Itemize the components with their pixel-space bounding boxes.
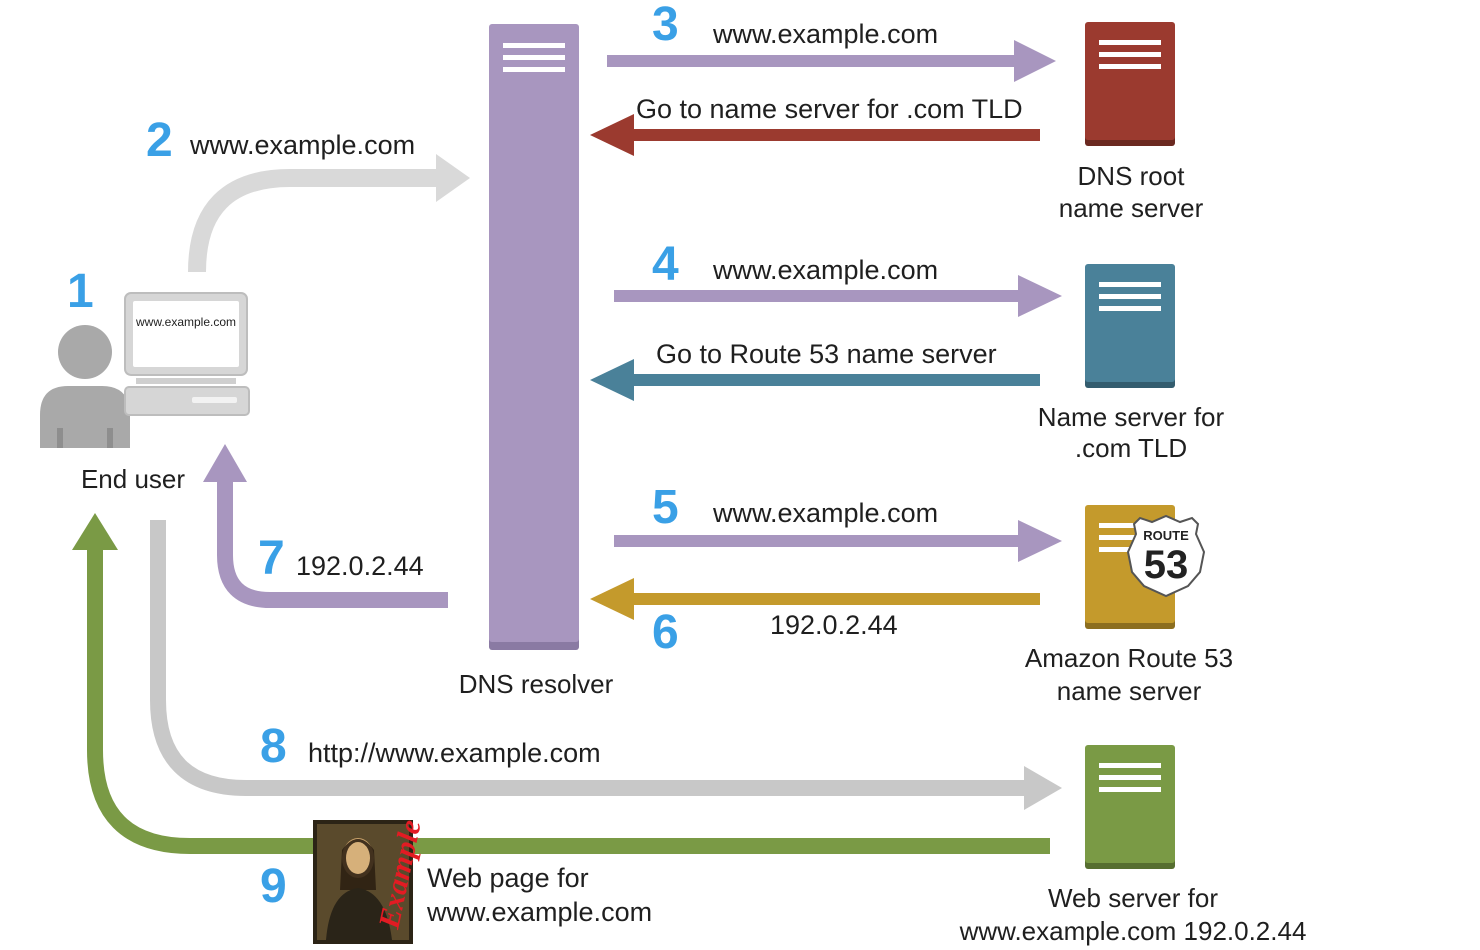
web-server-label-line1: Web server for	[1048, 883, 1218, 913]
arrow-tld-response	[590, 359, 1040, 401]
dns-resolver-label: DNS resolver	[459, 669, 614, 699]
route53-shield-icon: ROUTE 53	[1126, 514, 1206, 598]
step-3-label: www.example.com	[712, 19, 938, 49]
root-response-label: Go to name server for .com TLD	[636, 94, 1023, 124]
web-page-label-line2: www.example.com	[426, 897, 652, 927]
step-6-label: 192.0.2.44	[770, 610, 898, 640]
server-lines-icon	[1099, 282, 1161, 311]
web-server	[1085, 745, 1175, 869]
user-icon	[40, 325, 130, 448]
arrow-step-4	[614, 275, 1062, 317]
step-7-label: 192.0.2.44	[296, 551, 424, 581]
step-8-label: http://www.example.com	[308, 738, 601, 768]
web-page-thumbnail: Example	[313, 817, 428, 944]
dns-resolver-server	[489, 24, 579, 650]
arrow-root-response	[590, 114, 1040, 156]
step-1-number: 1	[67, 265, 94, 318]
step-8-number: 8	[260, 720, 287, 773]
server-lines-icon	[1099, 523, 1139, 552]
computer-icon: www.example.com	[124, 292, 250, 416]
route53-label-line2: name server	[1057, 676, 1202, 706]
step-6-number: 6	[652, 606, 679, 659]
step-5-label: www.example.com	[712, 498, 938, 528]
monitor-url-text: www.example.com	[135, 315, 236, 329]
route53-badge-number: 53	[1144, 543, 1189, 587]
server-lines-icon	[1099, 40, 1161, 69]
arrow-step-7	[203, 444, 448, 608]
arrow-step-3	[607, 40, 1056, 82]
server-lines-icon	[1099, 763, 1161, 792]
step-9-number: 9	[260, 860, 287, 913]
route53-server: ROUTE 53	[1085, 505, 1206, 629]
web-server-label-line2: www.example.com 192.0.2.44	[959, 916, 1307, 946]
dns-root-server	[1085, 22, 1175, 146]
web-page-label-line1: Web page for	[427, 863, 589, 893]
root-server-label-line1: DNS root	[1078, 161, 1186, 191]
tld-server	[1085, 264, 1175, 388]
tld-server-label-line1: Name server for	[1038, 402, 1225, 432]
root-server-label-line2: name server	[1059, 193, 1204, 223]
arrow-step-9	[72, 513, 1050, 854]
step-7-number: 7	[258, 532, 285, 585]
arrow-step-8	[150, 520, 1062, 810]
arrow-step-6	[590, 578, 1040, 620]
server-lines-icon	[503, 43, 565, 72]
step-4-label: www.example.com	[712, 255, 938, 285]
arrow-step-5	[614, 520, 1062, 562]
step-2-number: 2	[146, 114, 173, 167]
tld-server-label-line2: .com TLD	[1075, 433, 1187, 463]
route53-label-line1: Amazon Route 53	[1025, 643, 1233, 673]
arrow-step-2	[188, 154, 470, 273]
route53-badge-top: ROUTE	[1143, 528, 1189, 543]
tld-response-label: Go to Route 53 name server	[656, 339, 997, 369]
step-2-label: www.example.com	[189, 130, 415, 160]
step-5-number: 5	[652, 481, 679, 534]
step-3-number: 3	[652, 0, 679, 51]
end-user-label: End user	[81, 464, 185, 494]
step-4-number: 4	[652, 238, 679, 291]
